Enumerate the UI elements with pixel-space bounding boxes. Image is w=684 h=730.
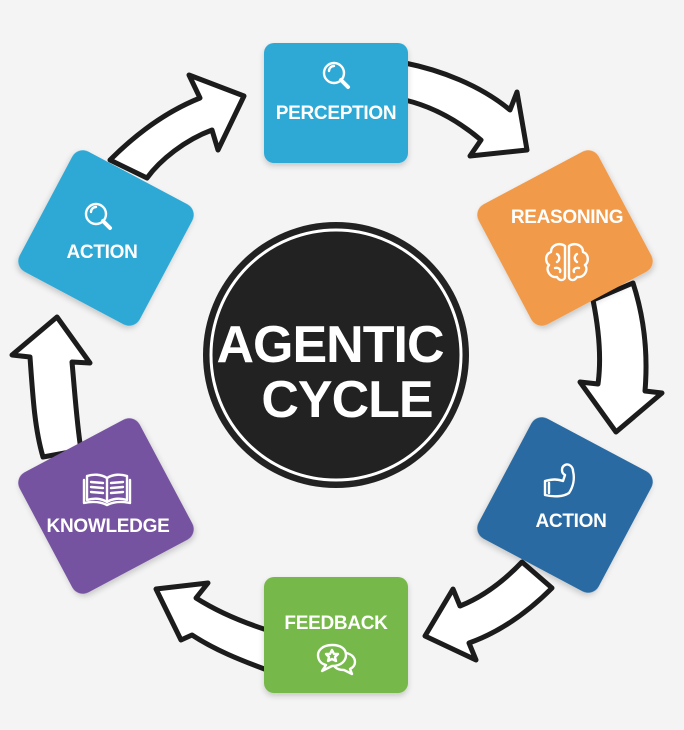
brain-icon xyxy=(545,243,589,282)
node-action-in[interactable]: ACTION xyxy=(14,146,198,330)
node-perception-box xyxy=(264,43,408,163)
center-circle-outer xyxy=(203,222,469,488)
node-knowledge[interactable]: KNOWLEDGE xyxy=(14,413,200,598)
node-action-out-box xyxy=(477,417,653,593)
arrow-feedback-to-knowledge xyxy=(153,580,270,673)
node-perception[interactable]: PERCEPTION xyxy=(264,43,408,163)
flexed-arm-icon xyxy=(543,463,575,498)
arrow-perception-to-reasoning xyxy=(402,60,530,159)
node-reasoning-label: REASONING xyxy=(511,207,623,228)
open-book-icon xyxy=(82,473,132,507)
node-perception-label: PERCEPTION xyxy=(276,103,397,124)
node-action-out-label: ACTION xyxy=(535,511,606,532)
center-circle-ring xyxy=(209,228,463,482)
arrow-knowledge-to-action xyxy=(9,314,93,460)
node-reasoning-box xyxy=(477,150,653,326)
node-action-in-box xyxy=(18,150,194,326)
node-knowledge-box xyxy=(18,418,194,594)
center-circle: AGENTIC CYCLE xyxy=(203,222,469,488)
node-reasoning[interactable]: REASONING xyxy=(473,146,657,330)
magnifier-icon xyxy=(84,202,112,230)
center-title-line2: CYCLE xyxy=(261,371,432,429)
arrow-action-to-perception xyxy=(107,72,247,181)
arrow-reasoning-to-action xyxy=(577,280,665,435)
node-feedback[interactable]: FEEDBACK xyxy=(264,577,408,693)
magnifier-icon xyxy=(322,61,350,89)
node-action-in-label: ACTION xyxy=(66,242,137,263)
node-feedback-label: FEEDBACK xyxy=(284,613,388,634)
center-title-line1: AGENTIC xyxy=(217,316,444,374)
chat-star-icon xyxy=(316,643,357,676)
node-feedback-box xyxy=(264,577,408,693)
node-action-out[interactable]: ACTION xyxy=(473,413,657,597)
node-knowledge-label: KNOWLEDGE xyxy=(47,516,170,537)
arrow-action-to-feedback xyxy=(422,559,555,663)
